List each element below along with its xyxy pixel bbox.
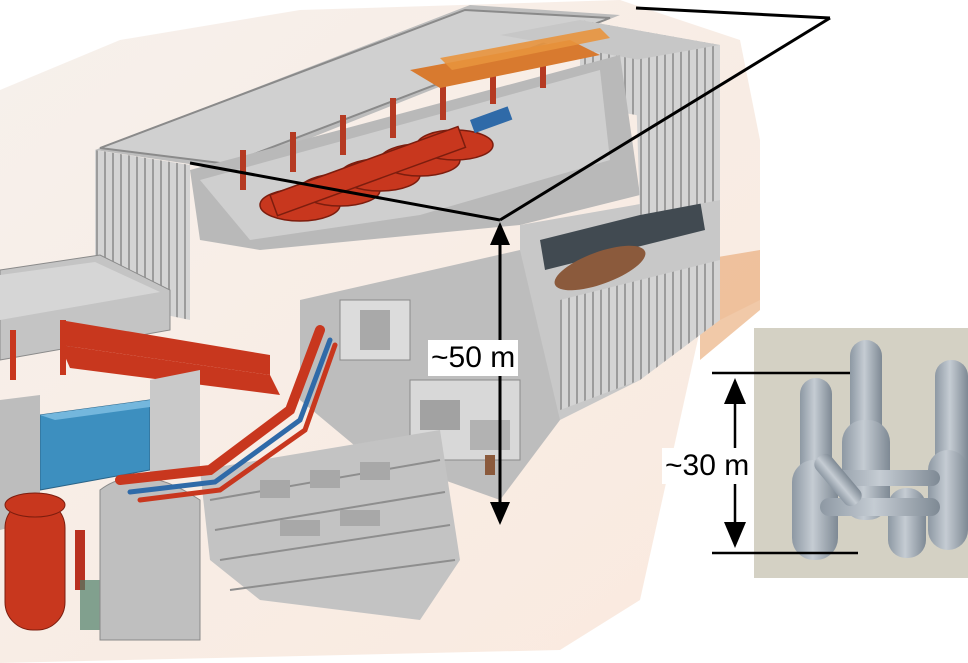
arrowhead-up: [490, 222, 510, 245]
loop-height-label: ~30 m: [662, 448, 753, 484]
arrowhead-up-30m: [724, 378, 746, 404]
turbine-building: [95, 5, 720, 420]
reactor-building: [0, 254, 280, 641]
coolant-loop-inset: [712, 328, 968, 578]
building-height-label: ~50 m: [428, 340, 519, 376]
main-steam-piping: [115, 325, 338, 503]
basement-levels: [200, 430, 460, 620]
coolant-loop-vessels: [792, 340, 968, 560]
turbine-generator: [259, 125, 494, 222]
arrowhead-down: [490, 502, 510, 525]
building-dimension-lines: [189, 6, 831, 515]
arrowhead-down-30m: [724, 522, 746, 548]
reactor-vessel: [4, 492, 66, 631]
